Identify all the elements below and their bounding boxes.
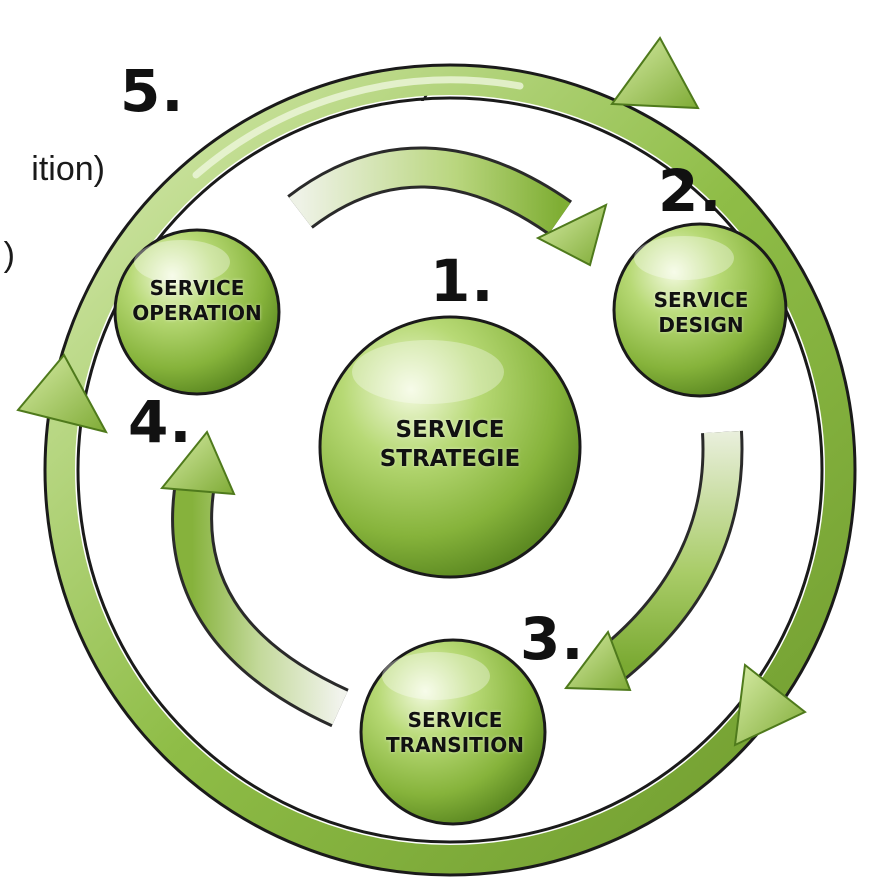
label-line-1: SERVICE (653, 288, 749, 312)
step-number-5: 5. (120, 57, 185, 125)
arrow-design-to-transition (564, 430, 744, 692)
label-service-strategie: SERVICE STRATEGIE (340, 416, 560, 474)
label-service-design: SERVICE DESIGN (616, 288, 786, 338)
outer-arrowhead-top (610, 36, 700, 110)
label-line-1: SERVICE (407, 708, 503, 732)
label-line-2: OPERATION (132, 301, 262, 325)
step-number-4: 4. (128, 388, 193, 456)
left-text-fragment-2: ition) (31, 150, 105, 188)
label-line-1: SERVICE (395, 417, 505, 443)
label-line-1: SERVICE (149, 276, 245, 300)
arrow-operation-to-design (287, 146, 608, 267)
circle-service-transition (359, 638, 547, 826)
label-line-2: TRANSITION (386, 733, 524, 757)
circle-service-strategie (318, 315, 582, 579)
outer-cycle-ring (43, 63, 857, 877)
label-service-transition: SERVICE TRANSITION (360, 708, 550, 758)
outer-arrowhead-left (16, 353, 108, 434)
step-number-2: 2. (658, 157, 723, 225)
circle-service-design (612, 222, 788, 398)
label-line-2: DESIGN (658, 313, 744, 337)
left-text-fragment-3: ) (3, 236, 15, 274)
step-number-1: 1. (430, 247, 495, 315)
circle-service-operation (113, 228, 281, 396)
outer-arrowhead-right (733, 663, 807, 747)
step-number-3: 3. (520, 605, 585, 673)
label-service-operation: SERVICE OPERATION (112, 276, 282, 326)
arrow-transition-to-operation (160, 430, 349, 728)
label-line-2: STRATEGIE (379, 445, 521, 472)
